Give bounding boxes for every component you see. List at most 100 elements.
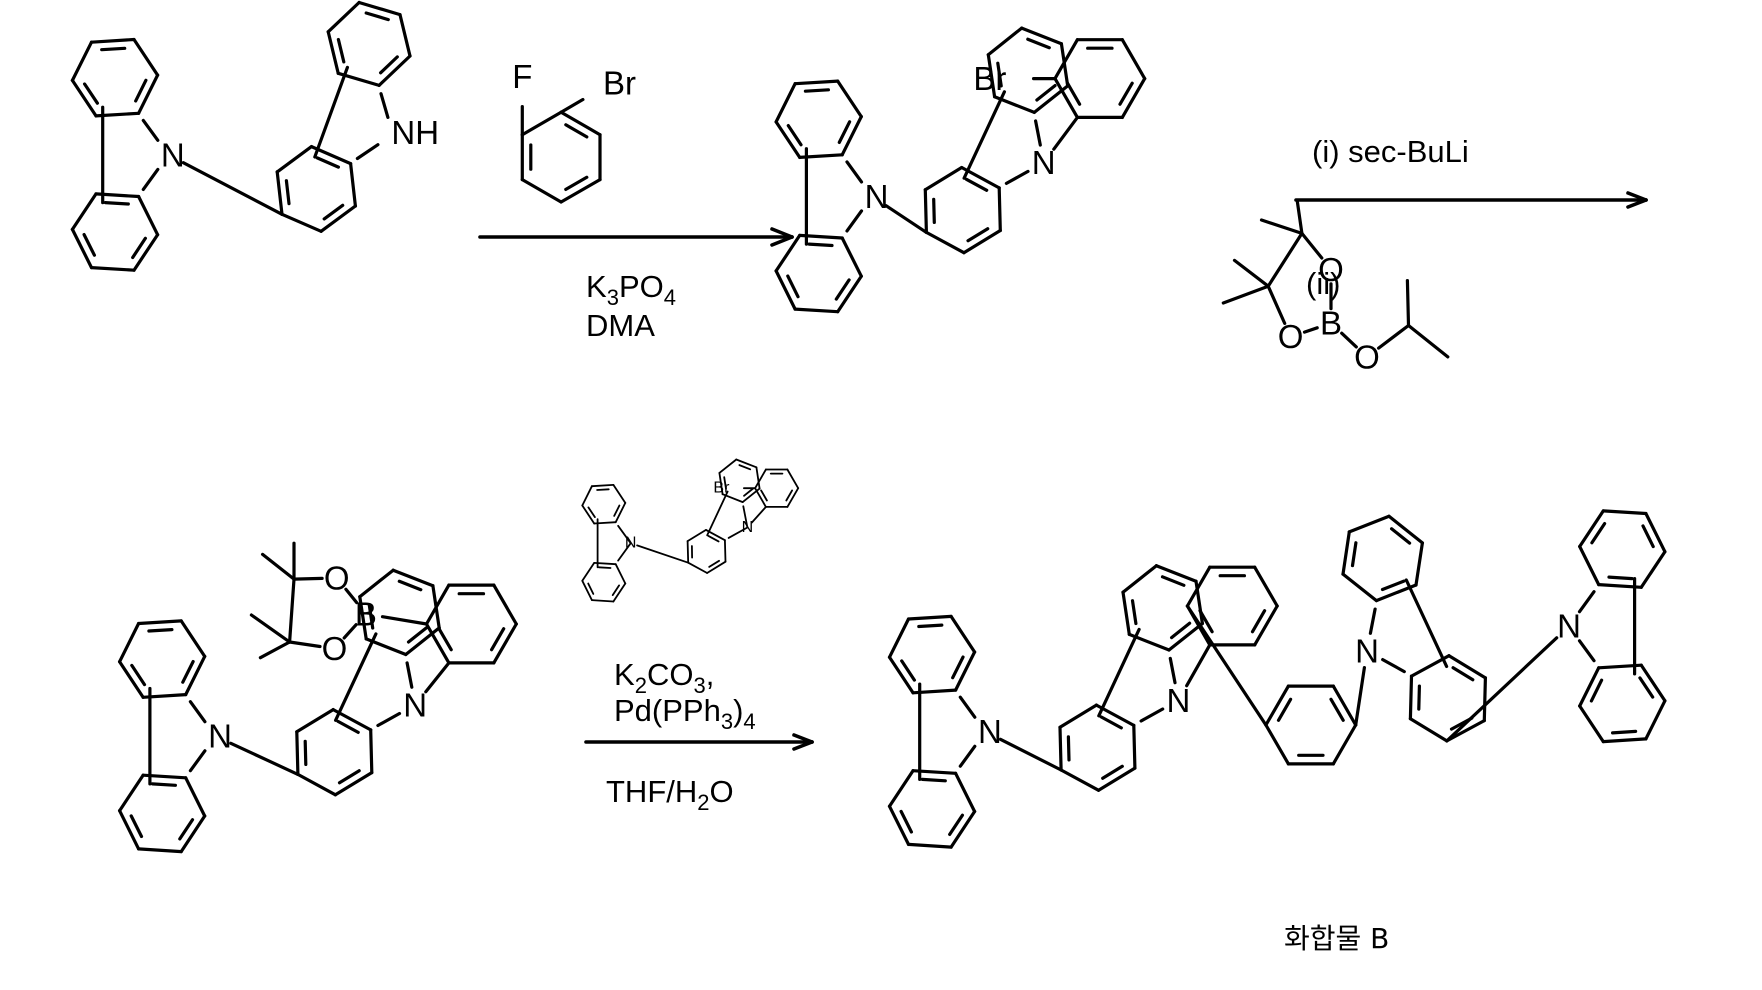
atom-B: B <box>1320 305 1342 342</box>
ring-bond <box>1603 511 1646 514</box>
ring-bond <box>1349 516 1389 532</box>
double-bond <box>599 567 611 568</box>
double-bond <box>809 244 832 245</box>
bond <box>1409 326 1448 357</box>
ring-bond <box>1134 725 1135 768</box>
bond <box>1235 260 1269 286</box>
atom-O: O <box>1278 318 1304 355</box>
ring-bond <box>328 32 338 74</box>
bond <box>1447 638 1557 741</box>
bond <box>251 615 289 642</box>
bond <box>263 554 294 579</box>
double-bond <box>1133 601 1136 624</box>
ring-bond <box>1580 706 1604 742</box>
molecule-bromophenyl-bicarbazole-small <box>582 460 798 602</box>
bond <box>707 492 727 536</box>
double-bond <box>1028 39 1050 48</box>
ring-bond <box>312 147 351 164</box>
ring-bond <box>956 773 975 811</box>
bond <box>1580 641 1595 661</box>
bond <box>290 642 320 647</box>
ring-bond <box>1123 566 1156 593</box>
double-bond <box>1383 581 1404 589</box>
ring-bond <box>72 229 91 267</box>
atom-Br-small: Br <box>713 480 730 497</box>
ring-bond <box>297 732 298 775</box>
reaction-arrow-1 <box>480 229 792 245</box>
bond <box>260 642 289 658</box>
double-bond <box>934 199 935 222</box>
ring-bond <box>494 624 517 663</box>
double-bond <box>922 779 945 780</box>
ring-bond <box>1641 552 1665 588</box>
double-bond <box>105 203 128 204</box>
double-bond <box>805 90 828 91</box>
ring-bond <box>333 710 371 730</box>
atom-Br: Br <box>973 60 1006 97</box>
ring-bond <box>582 486 592 505</box>
double-bond <box>305 741 306 764</box>
atom-N-small: N <box>742 519 754 536</box>
ring-bond <box>592 485 614 486</box>
ring-bond <box>297 710 333 732</box>
bond <box>1407 281 1408 326</box>
bond <box>381 94 388 118</box>
double-bond <box>317 158 338 167</box>
double-bond <box>839 122 849 143</box>
bond <box>1297 202 1302 233</box>
double-bond <box>131 816 141 837</box>
ring-bond <box>1156 566 1196 582</box>
double-bond <box>102 48 125 49</box>
ring-bond <box>1123 592 1129 634</box>
ring-bond <box>999 188 1000 231</box>
ring-bond <box>1061 770 1099 790</box>
double-bond <box>1163 577 1184 586</box>
double-bond <box>788 276 798 297</box>
molecule-boronate-intermediate <box>120 543 517 851</box>
ring-bond <box>787 470 798 489</box>
molecule-compound-b <box>890 511 1665 847</box>
double-bond <box>399 581 421 589</box>
ring-bond <box>92 268 135 271</box>
atom-N: N <box>1166 682 1190 719</box>
molecule-bromophenyl-bicarbazole <box>776 28 1145 312</box>
bond <box>231 743 298 774</box>
ring-bond <box>72 42 91 80</box>
ring-bond <box>1022 28 1062 44</box>
ring-bond <box>1266 725 1289 764</box>
atom-N-left: N <box>978 713 1002 750</box>
reagent-dma: DMA <box>586 308 655 343</box>
reagent-step-ii: (ii) <box>1306 266 1340 301</box>
double-bond <box>597 489 609 490</box>
double-bond <box>152 784 175 785</box>
ring-bond <box>139 75 158 113</box>
bond <box>1379 326 1409 349</box>
atom-N-right: N <box>1032 144 1056 181</box>
molecule-bicarbazole <box>72 3 410 271</box>
double-bond <box>1613 731 1636 733</box>
ring-bond <box>719 460 736 473</box>
bond <box>964 92 1004 178</box>
product-label: 화합물 B <box>1284 922 1389 955</box>
ring-bond <box>1580 547 1599 585</box>
ring-bond <box>1333 686 1355 725</box>
bond <box>561 100 583 113</box>
ring-bond <box>925 168 961 190</box>
ring-bond <box>1122 40 1144 79</box>
ring-bond <box>1333 725 1355 764</box>
bond <box>357 145 378 159</box>
ring-bond <box>393 570 433 586</box>
double-bond <box>739 465 750 469</box>
ring-bond <box>186 778 205 816</box>
bond-lines <box>72 3 1665 852</box>
ring-bond <box>366 639 406 655</box>
double-bond <box>366 13 388 20</box>
bond <box>637 545 688 562</box>
ring-bond <box>613 485 625 503</box>
ring-bond <box>139 197 158 235</box>
ring-bond <box>926 232 964 252</box>
ring-bond <box>1410 676 1411 719</box>
ring-bond <box>1060 705 1096 727</box>
bond <box>1268 233 1302 286</box>
